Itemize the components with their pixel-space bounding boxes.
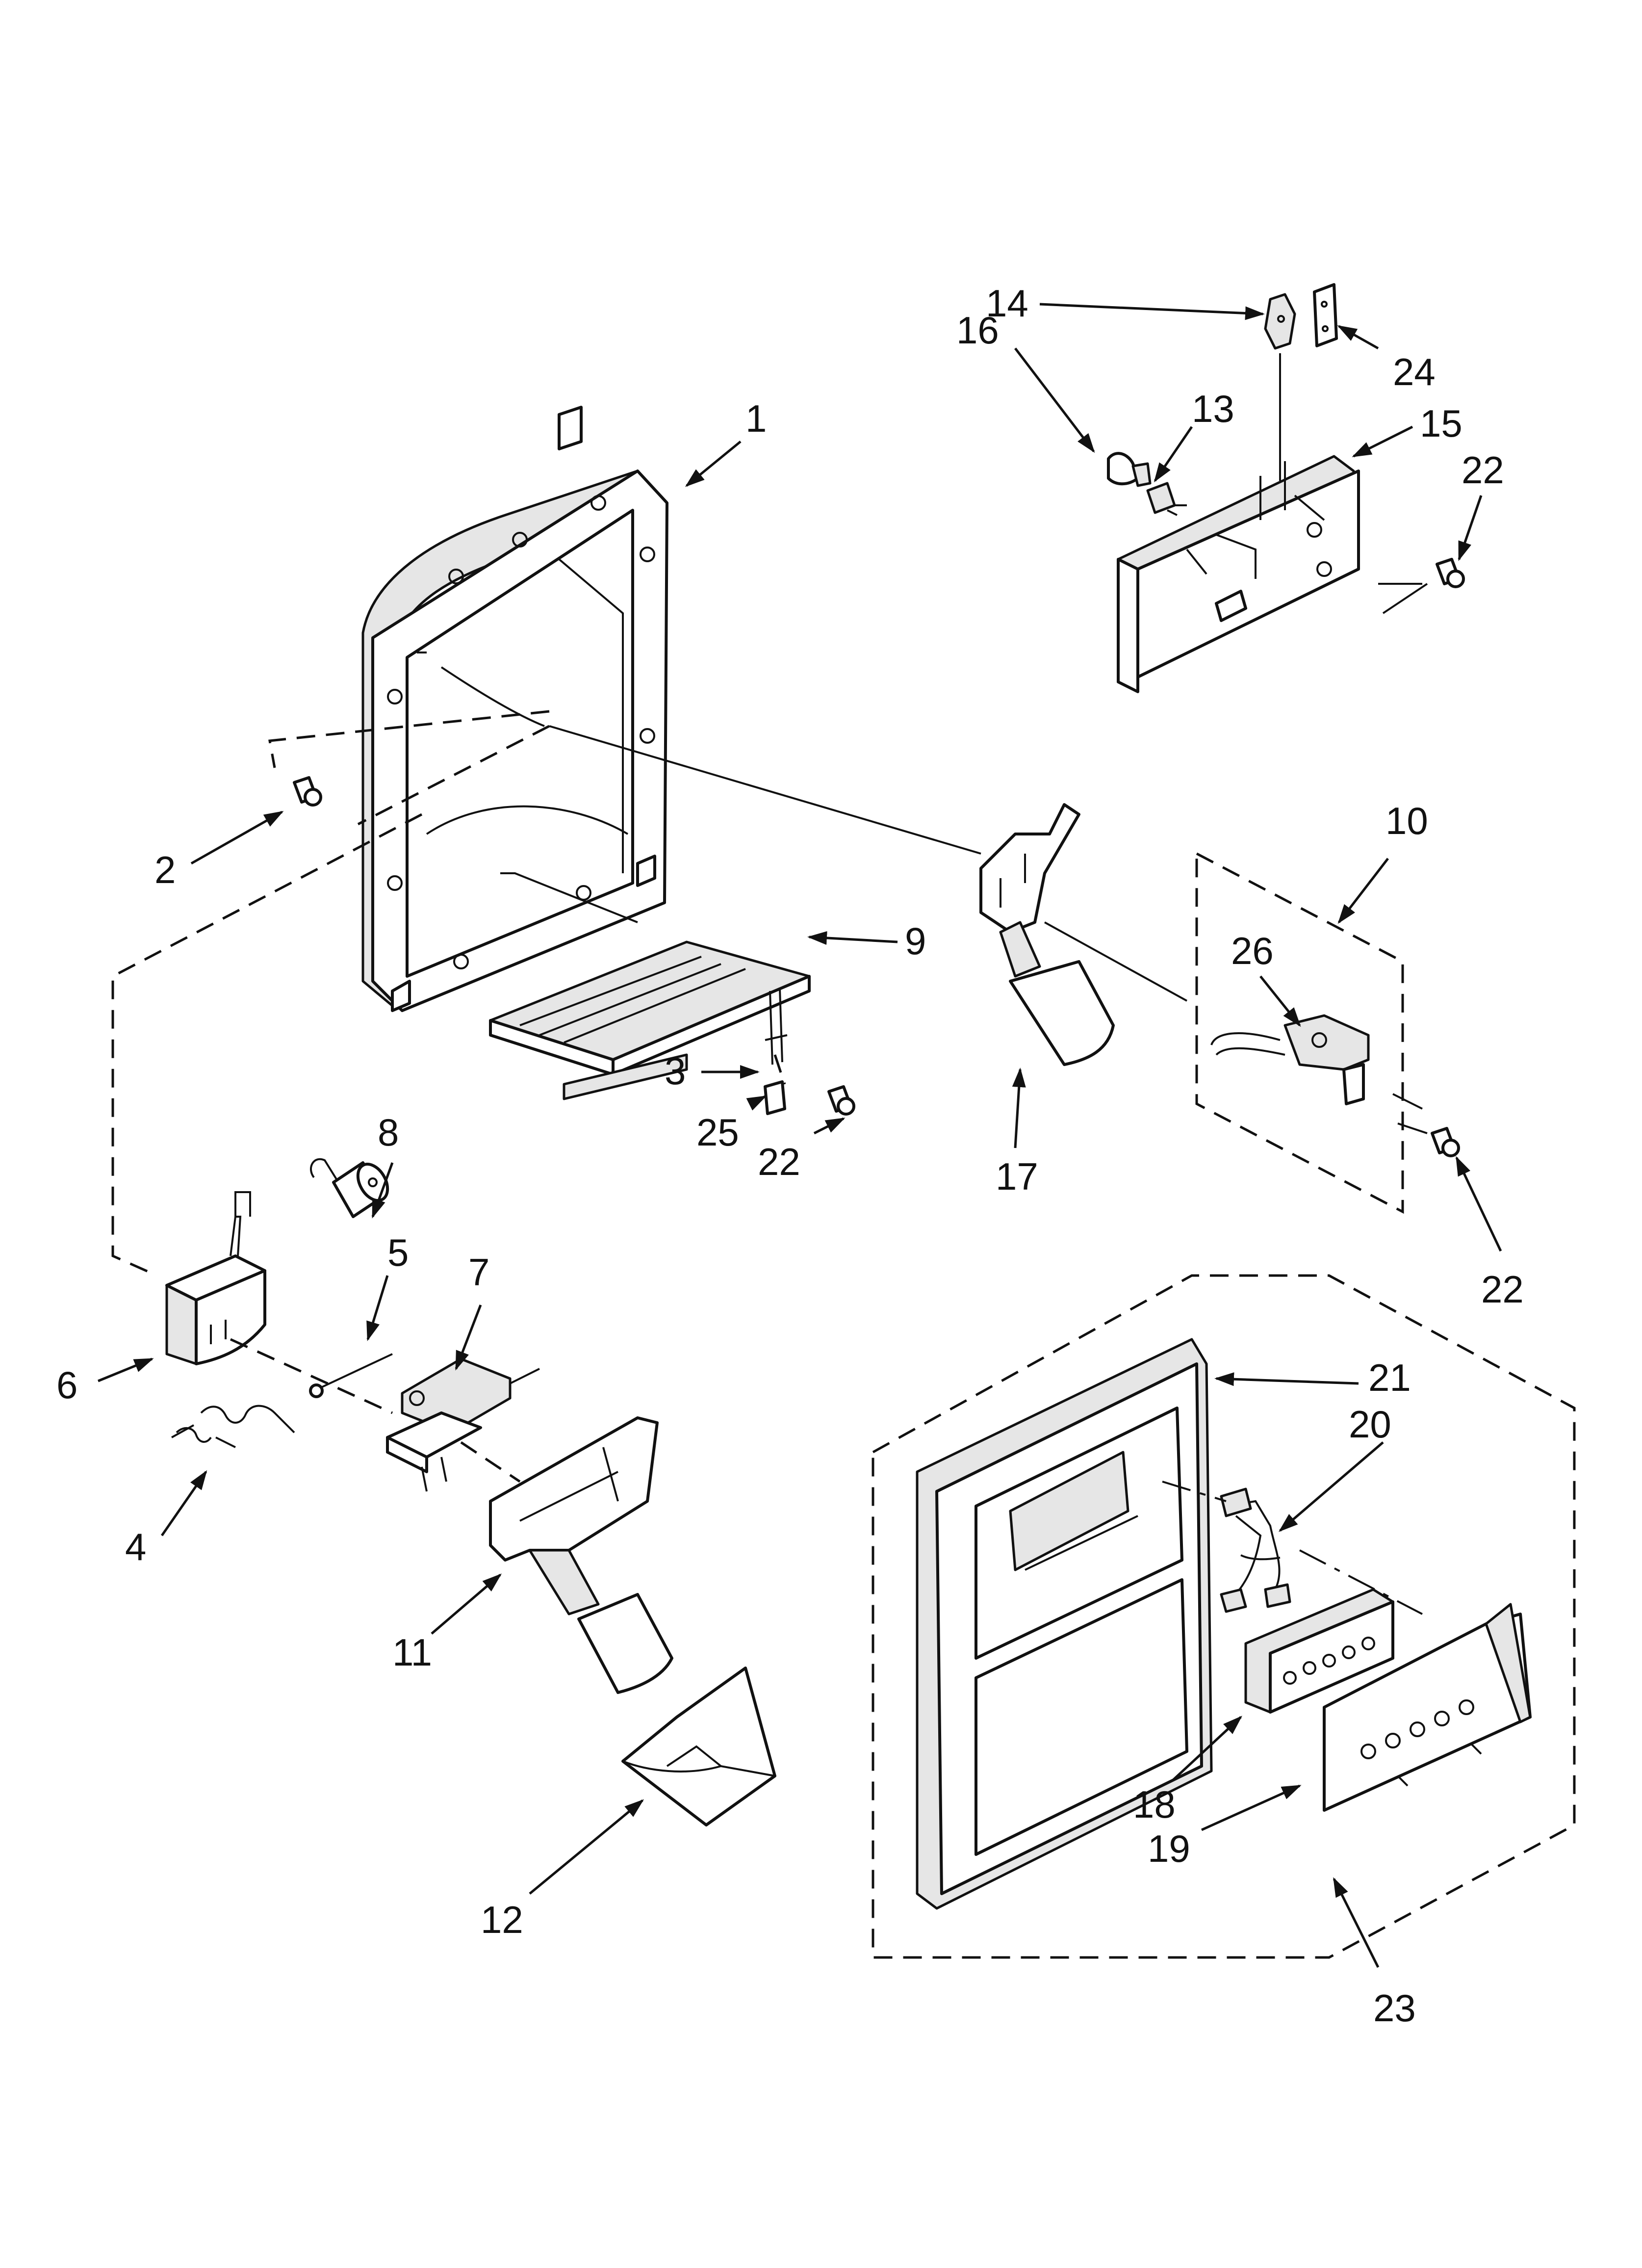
callout-25: 25 [696,1111,739,1154]
part-1-dispenser-housing[interactable] [361,406,668,1012]
callout-22-a: 22 [758,1140,800,1183]
callout-14: 14 [986,282,1028,325]
part-13-socket[interactable] [1146,482,1187,516]
callout-5: 5 [387,1231,409,1274]
callout-20: 20 [1349,1403,1391,1446]
part-12-ice-chute[interactable] [621,1667,776,1826]
part-7-lever-bracket[interactable] [386,1357,540,1492]
part-22-screw-b[interactable] [1436,558,1465,588]
callout-19: 19 [1148,1827,1190,1870]
callout-11: 11 [392,1631,432,1674]
part-3-spring-clip[interactable] [765,988,788,1065]
part-9-drip-tray[interactable] [489,940,811,1100]
callout-15: 15 [1420,402,1462,445]
callout-9: 9 [905,919,926,963]
part-8-solenoid[interactable] [310,1158,394,1218]
part-24-insulator[interactable] [1313,283,1338,347]
callout-12: 12 [481,1898,523,1941]
callout-26: 26 [1231,929,1274,972]
callout-10: 10 [1385,799,1428,842]
part-19-control-panel-overlay[interactable] [1323,1603,1532,1812]
callout-22-b: 22 [1462,448,1504,492]
alignment-lines [111,353,1428,1615]
callout-3: 3 [665,1049,686,1093]
callout-6: 6 [56,1363,77,1407]
part-15-switch-housing[interactable] [1117,455,1360,693]
part-20-wire-harness[interactable] [1220,1487,1291,1613]
callout-22-c: 22 [1481,1268,1524,1311]
part-22-screw-a[interactable] [827,1085,855,1116]
callout-16: 16 [956,309,999,352]
callout-7: 7 [468,1251,489,1294]
callout-17: 17 [996,1155,1038,1198]
part-11-ice-actuator-arm[interactable] [489,1416,673,1694]
part-6-auger-motor[interactable] [165,1191,266,1365]
part-2-screw[interactable] [293,776,322,807]
part-25-bracket[interactable] [764,1080,786,1115]
callout-1: 1 [745,397,767,440]
callout-21: 21 [1368,1356,1411,1399]
part-26-water-tube-fitting[interactable] [1210,1014,1370,1105]
part-4-torsion-spring[interactable] [171,1405,295,1448]
part-17-water-actuator-arm[interactable] [979,803,1115,1066]
part-21-dispenser-facade[interactable] [916,1338,1213,1910]
callout-4: 4 [125,1525,146,1568]
callout-labels: 1 2 3 4 5 6 7 8 9 10 11 12 13 14 15 16 1… [56,282,1524,2030]
part-5-pivot-pin[interactable] [309,1353,393,1398]
callout-8: 8 [378,1111,399,1154]
part-16-light-bulb[interactable] [1107,452,1152,487]
callout-18: 18 [1133,1783,1176,1826]
part-14-microswitch[interactable] [1264,293,1296,350]
group-10-boundary [1195,851,1404,1214]
callout-2: 2 [154,848,176,891]
callout-24: 24 [1393,350,1436,393]
callout-13: 13 [1192,387,1234,430]
part-22-screw-c[interactable] [1431,1127,1460,1157]
callout-23: 23 [1373,1986,1416,2030]
group-23-boundary [872,1274,1576,1959]
part-18-control-board[interactable] [1244,1588,1394,1714]
leader-lines [98,303,1502,1968]
